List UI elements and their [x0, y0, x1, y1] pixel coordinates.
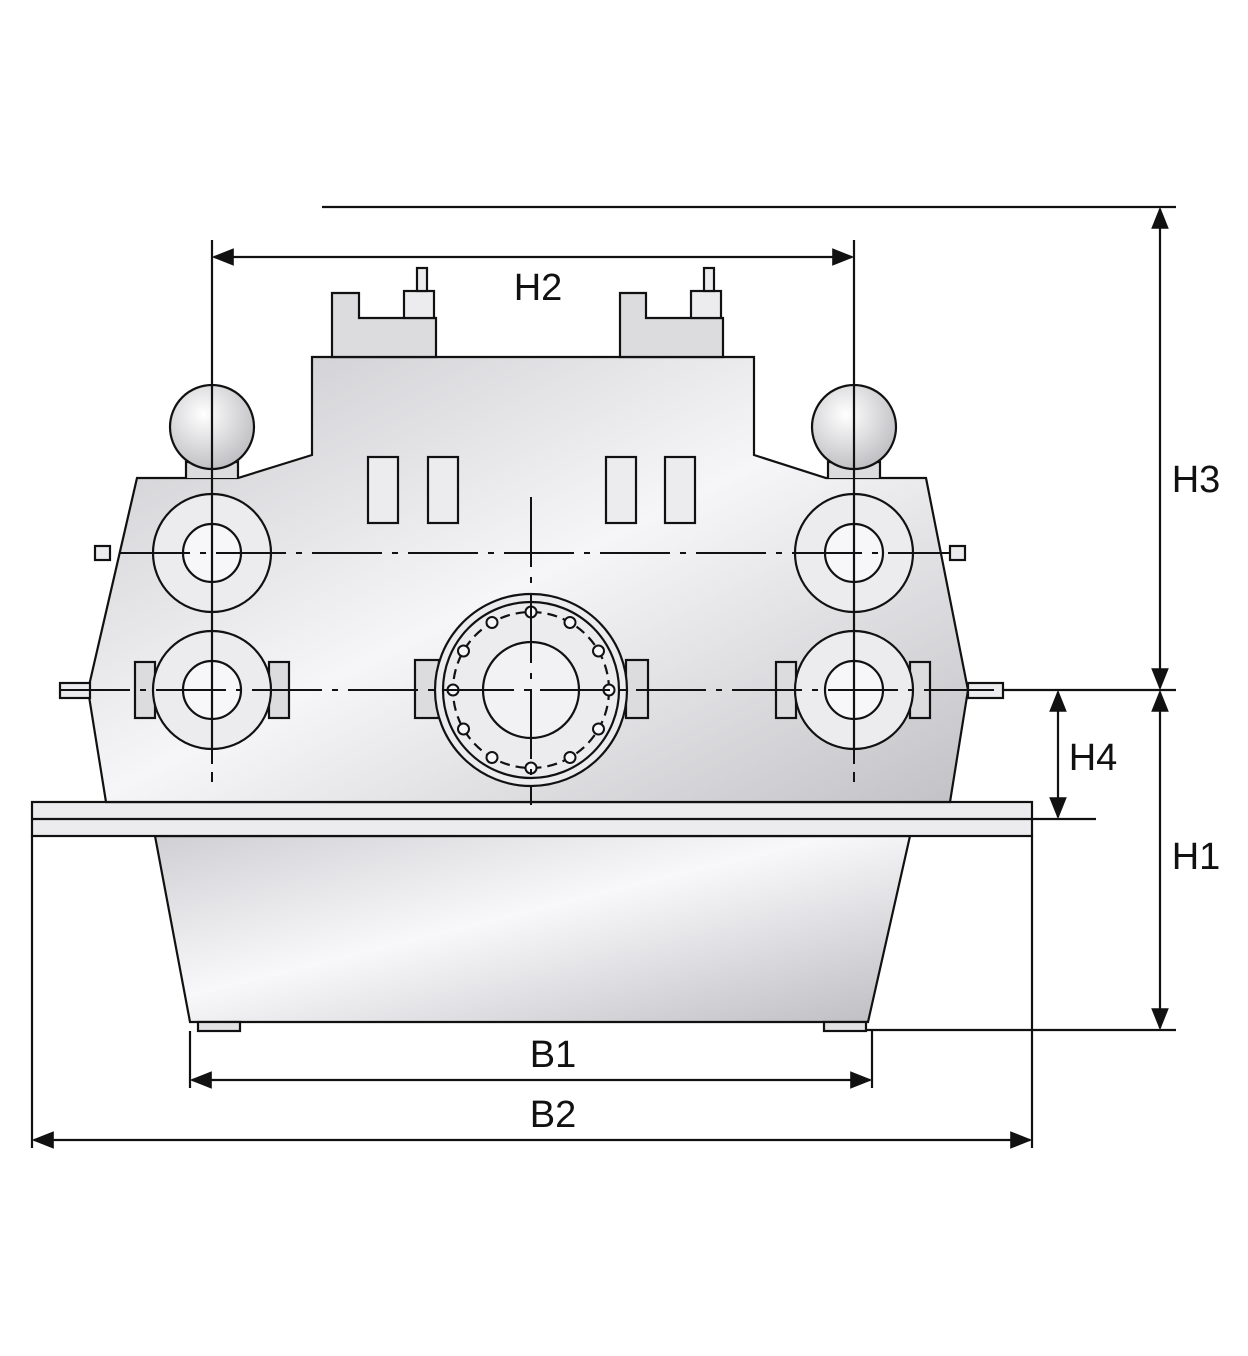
slot-4 — [663, 455, 697, 525]
flange-bolt-hole — [485, 751, 499, 764]
label-b1: B1 — [530, 1034, 576, 1076]
top-boss-left — [330, 291, 438, 359]
slot-1 — [366, 455, 400, 525]
flange-bolt-hole — [563, 616, 577, 629]
flange-bolt-hole — [563, 751, 577, 764]
pin-right — [689, 289, 723, 320]
label-b2: B2 — [530, 1094, 576, 1136]
flange-right-upper — [948, 544, 967, 562]
base-foot-left — [196, 1020, 242, 1033]
pin-left — [402, 289, 436, 320]
flange-bolt-hole — [592, 644, 605, 658]
label-h1: H1 — [1172, 836, 1221, 878]
pin-left-tip — [415, 266, 429, 293]
flange-bolt-hole — [592, 722, 605, 736]
flange-left-upper — [93, 544, 112, 562]
slot-3 — [604, 455, 638, 525]
label-h2: H2 — [514, 267, 563, 309]
label-h3: H3 — [1172, 459, 1221, 501]
flange-bolt-hole — [485, 616, 499, 629]
top-boss-right — [618, 291, 725, 359]
slot-2 — [426, 455, 460, 525]
pin-right-tip — [702, 266, 716, 293]
base-foot-right — [822, 1020, 868, 1033]
flange-bolt-hole — [457, 644, 470, 658]
lower-base — [153, 834, 912, 1024]
flange-bolt-hole — [457, 722, 470, 736]
label-h4: H4 — [1069, 737, 1118, 779]
